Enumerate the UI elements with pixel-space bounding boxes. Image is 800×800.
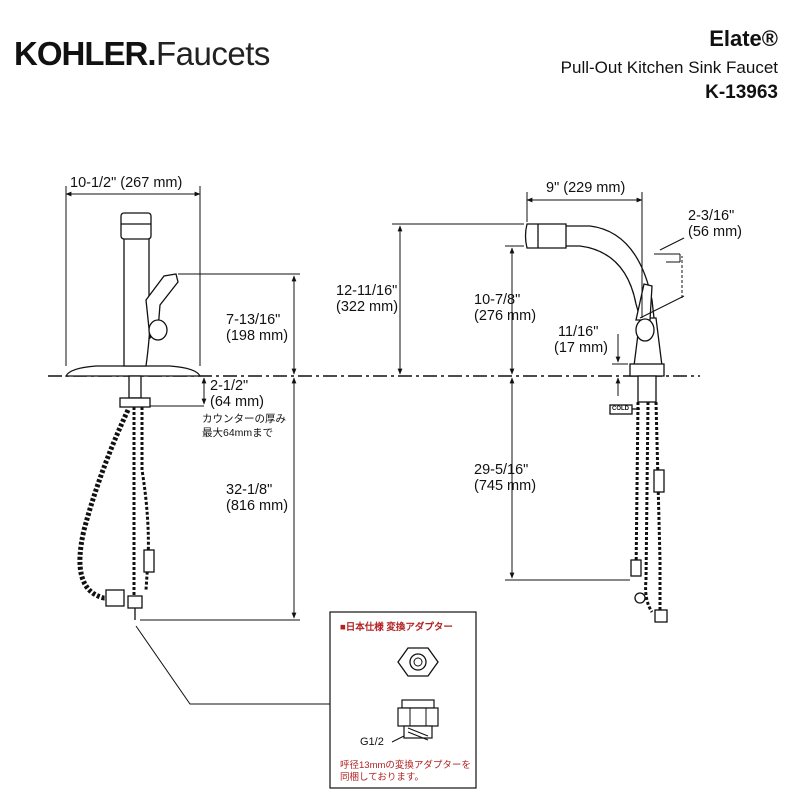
brand-suffix: Faucets	[156, 35, 270, 72]
adapter-inset	[329, 611, 477, 789]
front-view-faucet	[64, 212, 202, 620]
total-below-mm: (816 mm)	[226, 498, 289, 514]
side-dimension-lines	[392, 192, 685, 581]
spray-head-in: 2-3/16"	[688, 208, 735, 224]
kohler-logo: KOHLER.Faucets	[14, 35, 270, 72]
inset-title: ■日本仕様 変換アダプター	[340, 622, 453, 633]
model-number: K-13963	[705, 82, 778, 103]
front-dimension-lines	[65, 186, 330, 705]
below-counter-in: 2-1/2"	[210, 378, 249, 394]
counter-thickness-line2: 最大64mmまで	[202, 427, 274, 439]
cold-label: COLD	[612, 406, 629, 412]
reach-label: 9" (229 mm)	[546, 180, 626, 196]
brand-name: KOHLER	[14, 35, 148, 72]
spout-height-mm: (276 mm)	[474, 308, 537, 324]
overall-height-mm: (322 mm)	[336, 299, 399, 315]
spray-head-mm: (56 mm)	[688, 224, 742, 240]
adapter-note-line1: 呼径13mmの変換アダプターを	[340, 760, 471, 771]
total-below-in: 32-1/8"	[226, 482, 273, 498]
counter-thickness-line1: カウンターの厚み	[202, 413, 286, 425]
base-width-label: 10-1/2" (267 mm)	[70, 175, 183, 191]
spout-height-in: 10-7/8"	[474, 292, 521, 308]
hose-length-in: 29-5/16"	[474, 462, 529, 478]
below-counter-mm: (64 mm)	[210, 394, 264, 410]
handle-height-in: 7-13/16"	[226, 312, 281, 328]
product-name: Elate®	[709, 26, 778, 51]
thread-label: G1/2	[360, 736, 384, 748]
base-height-mm: (17 mm)	[554, 340, 608, 356]
adapter-note-line2: 同梱しております。	[340, 772, 424, 783]
side-view-faucet	[524, 223, 668, 623]
overall-height-in: 12-11/16"	[336, 283, 398, 299]
hose-length-mm: (745 mm)	[474, 478, 537, 494]
product-type: Pull-Out Kitchen Sink Faucet	[560, 58, 778, 77]
base-height-in: 11/16"	[558, 324, 599, 340]
handle-height-mm: (198 mm)	[226, 328, 289, 344]
